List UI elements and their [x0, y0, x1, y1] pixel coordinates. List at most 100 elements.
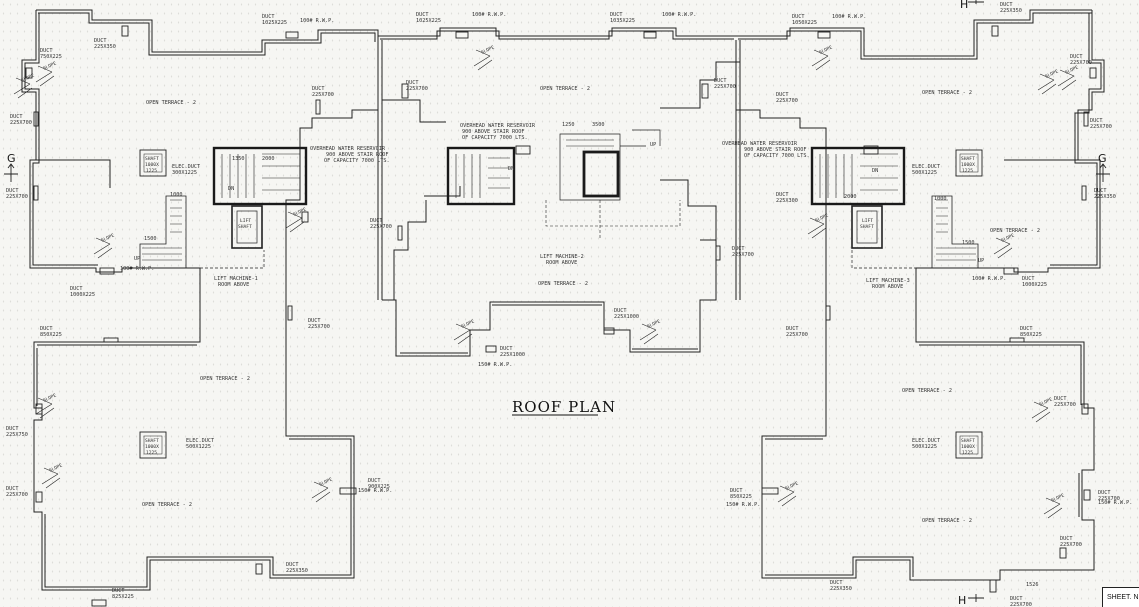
duct-label: DUCT — [312, 86, 325, 92]
duct-label: DUCT — [6, 486, 19, 492]
duct-label: 225X700 — [6, 194, 28, 200]
elec-duct-label: 500X1225 — [912, 444, 937, 450]
duct-label: DUCT — [1094, 188, 1107, 194]
slope-arrow — [35, 397, 55, 419]
shaft-label: SHAFT — [961, 156, 975, 162]
duct-label: 225X1000 — [614, 314, 639, 320]
labels: ROOF PLAN G G H H OPEN TERRACE - 2 OPEN … — [7, 0, 1107, 607]
shaft-label: 1000X — [145, 162, 159, 168]
stair-up-label: UP — [650, 142, 656, 148]
duct-label: DUCT — [776, 192, 789, 198]
rwp-label: 150# R.W.P. — [726, 502, 760, 508]
lift-shaft-label: LIFT — [862, 218, 873, 224]
slope-label: SLOPE — [1050, 492, 1065, 503]
duct-label: DUCT — [830, 580, 843, 586]
duct-label: DUCT — [6, 426, 19, 432]
duct-label: DUCT — [1020, 326, 1033, 332]
duct-label: 225X700 — [776, 98, 798, 104]
rwp-label: 150# R.W.P. — [1098, 500, 1132, 506]
duct-label: 225X700 — [1070, 60, 1092, 66]
grid-label-left: G — [7, 152, 16, 165]
slope-arrow — [1031, 401, 1051, 423]
slope-arrow — [811, 49, 831, 71]
reservoir-label-right: OVERHEAD WATER RESERVOIR — [722, 141, 798, 147]
lift-shaft-label: LIFT — [240, 218, 251, 224]
slope-arrow — [473, 49, 493, 71]
open-terrace-label: OPEN TERRACE - 2 — [200, 376, 250, 382]
dimension-label: 1000 — [934, 196, 947, 202]
duct-label: DUCT — [714, 78, 727, 84]
shaft-label: 1225 — [962, 450, 973, 456]
duct-label: DUCT — [368, 478, 381, 484]
duct-label: 225X700 — [1060, 542, 1082, 548]
shaft-label: 1225 — [962, 168, 973, 174]
elec-duct-label: ELEC.DUCT — [172, 164, 200, 170]
dimension-label: 1526 — [1026, 582, 1039, 588]
duct-label: 850X225 — [1020, 332, 1042, 338]
reservoir-label-mid: OVERHEAD WATER RESERVOIR — [460, 123, 536, 129]
rwp-label: 100# R.W.P. — [300, 18, 334, 24]
dimension-label: 1250 — [562, 122, 575, 128]
reservoir-label-left: OVERHEAD WATER RESERVOIR — [310, 146, 386, 152]
rwp-label: 100# R.W.P. — [972, 276, 1006, 282]
duct-label: 225X700 — [10, 120, 32, 126]
duct-label: 1000X225 — [1022, 282, 1047, 288]
duct-label: 225X700 — [406, 86, 428, 92]
duct-label: 225X1000 — [500, 352, 525, 358]
duct-label: DUCT — [1060, 536, 1073, 542]
shaft-label: 1000X — [961, 162, 975, 168]
slope-arrow — [639, 323, 659, 345]
duct-label: DUCT — [94, 38, 107, 44]
stair-core-mid — [446, 129, 681, 240]
duct-label: DUCT — [776, 92, 789, 98]
dimension-label: 2000 — [262, 156, 275, 162]
lift-shaft-label: SHAFT — [860, 224, 874, 230]
lift-shaft-label: SHAFT — [238, 224, 252, 230]
elec-duct-label: ELEC.DUCT — [912, 164, 940, 170]
duct-label: DUCT — [40, 48, 53, 54]
duct-label: 225X700 — [732, 252, 754, 258]
dimension-label: 1500 — [962, 240, 975, 246]
duct-label: DUCT — [610, 12, 623, 18]
duct-label: DUCT — [370, 218, 383, 224]
dimension-label: 1350 — [232, 156, 245, 162]
duct-label: 750X225 — [40, 54, 62, 60]
slope-arrow — [13, 77, 33, 99]
open-terrace-label: OPEN TERRACE - 2 — [146, 100, 196, 106]
dimension-label: 1500 — [144, 236, 157, 242]
duct-label: DUCT — [1054, 396, 1067, 402]
duct-label: 225X700 — [1010, 602, 1032, 607]
slope-label: SLOPE — [784, 480, 799, 491]
duct-label: 1000X225 — [70, 292, 95, 298]
elec-duct-label: 500X1225 — [912, 170, 937, 176]
open-terrace-label: OPEN TERRACE - 2 — [902, 388, 952, 394]
duct-label: DUCT — [308, 318, 321, 324]
open-terrace-label: OPEN TERRACE - 2 — [922, 518, 972, 524]
rwp-label: 150# R.W.P. — [358, 488, 392, 494]
elec-duct-label: ELEC.DUCT — [912, 438, 940, 444]
reservoir-label-right: 900 ABOVE STAIR ROOF — [744, 147, 806, 153]
duct-label: 825X225 — [112, 594, 134, 600]
stair-core-right — [810, 146, 979, 269]
open-terrace-label: OPEN TERRACE - 2 — [538, 281, 588, 287]
shaft-label: SHAFT — [145, 156, 159, 162]
open-terrace-label: OPEN TERRACE - 2 — [142, 502, 192, 508]
duct-label: DUCT — [786, 326, 799, 332]
duct-label: 225X300 — [776, 198, 798, 204]
slope-arrow — [807, 217, 827, 239]
slope-label: SLOPE — [460, 318, 475, 329]
duct-label: 850X225 — [40, 332, 62, 338]
rwp-label: 100# R.W.P. — [662, 12, 696, 18]
slope-arrow — [285, 211, 305, 233]
slope-arrow — [35, 65, 55, 87]
slope-arrow — [41, 467, 61, 489]
duct-label: 225X700 — [308, 324, 330, 330]
open-terrace-label: OPEN TERRACE - 2 — [990, 228, 1040, 234]
duct-label: DUCT — [1010, 596, 1023, 602]
slope-label: SLOPE — [1064, 64, 1079, 75]
slope-arrow — [1057, 69, 1077, 91]
shaft-label: 1000X — [145, 444, 159, 450]
